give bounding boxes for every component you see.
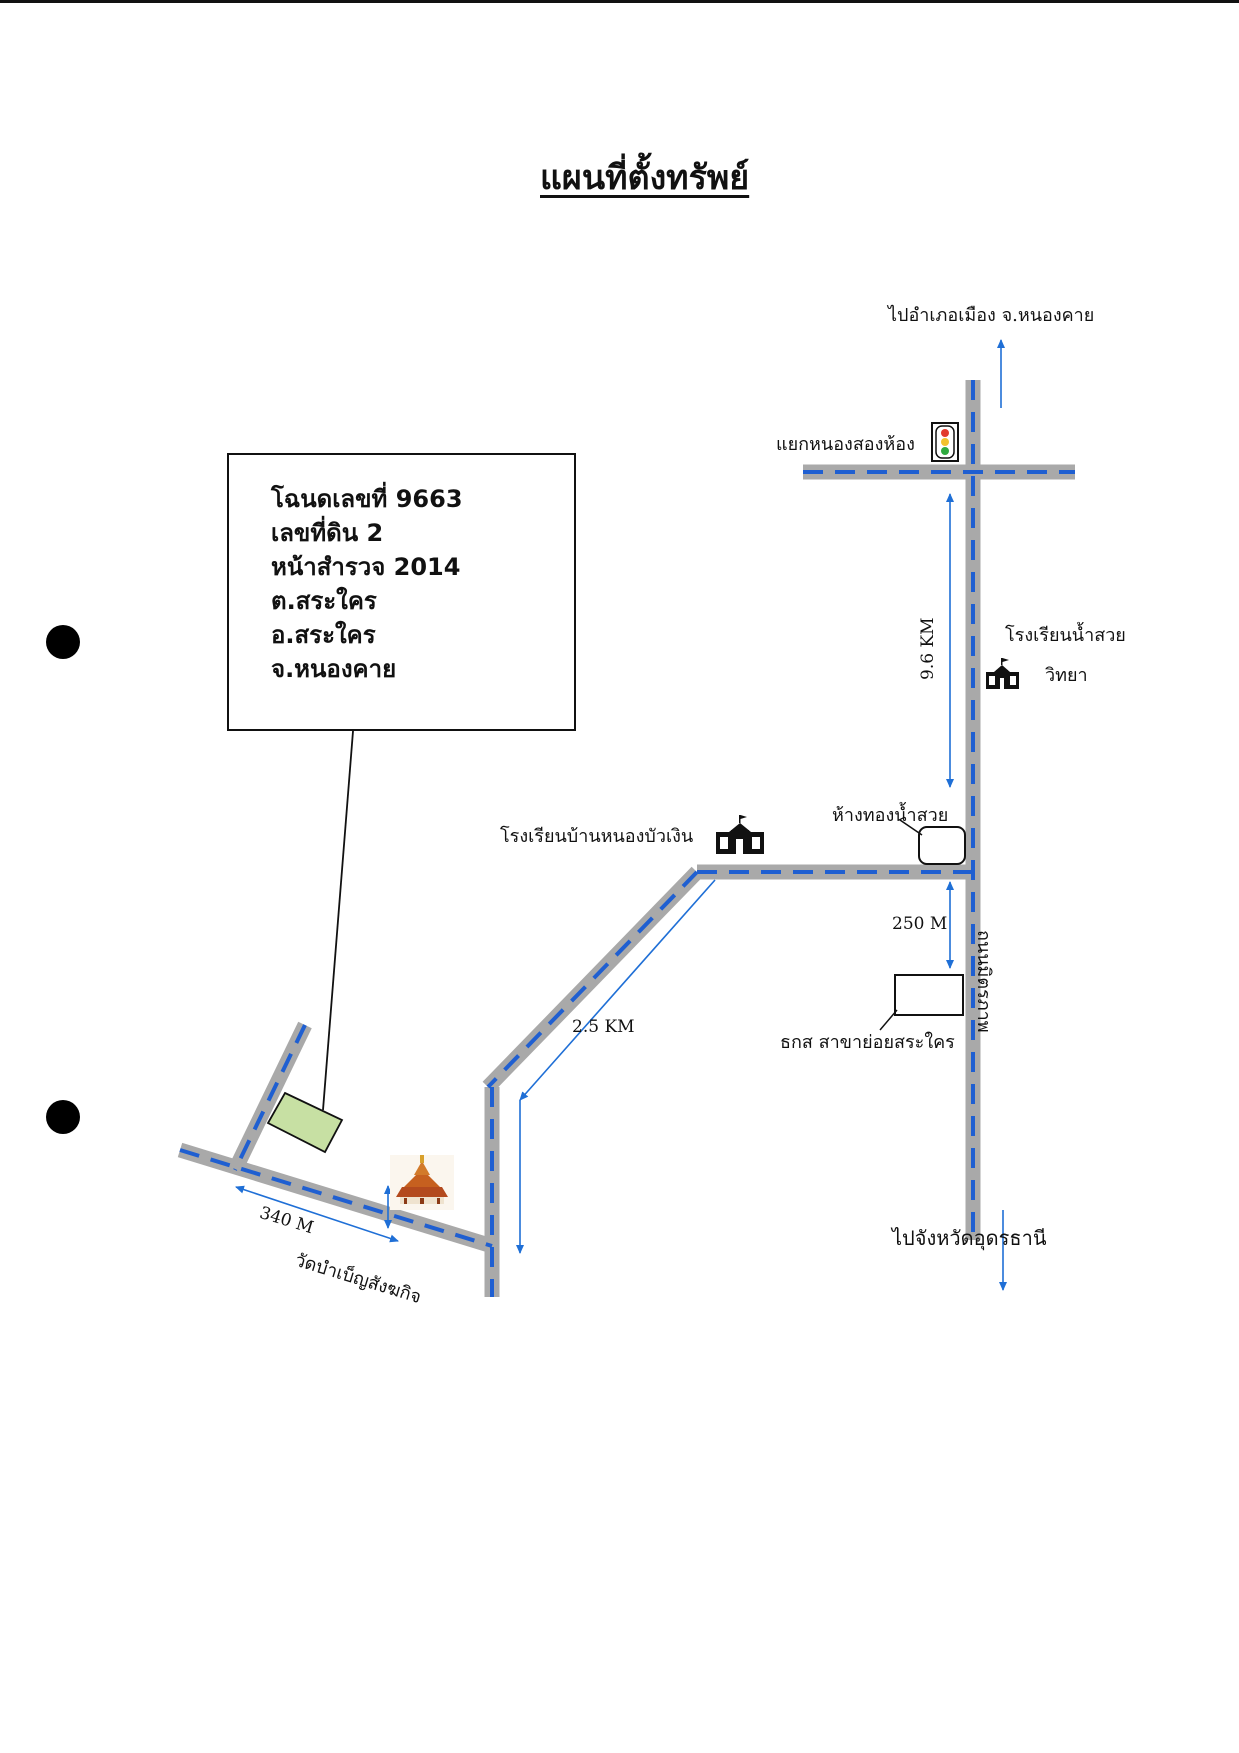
label-to-mueang: ไปอำเภอเมือง จ.หนองคาย [888,305,1095,326]
district: อ.สระใคร [271,621,376,649]
school-icon [716,815,764,854]
label-to-udon: ไปจังหวัดอุดรธานี [892,1226,1047,1250]
gold-shop-box [918,826,966,865]
land-number: เลขที่ดิน 2 [271,519,384,547]
label-junction: แยกหนองสองห้อง [776,434,915,455]
school-icon [986,658,1019,689]
direction-arrows [235,339,1007,1291]
distance-9-6km: 9.6 KM [918,617,938,680]
survey-page: หน้าสำรวจ 2014 [271,553,461,581]
arrow-340m [235,1185,399,1243]
label-bank: ธกส สาขาย่อยสระใคร [780,1032,955,1053]
bank-leader [879,1009,898,1031]
binder-hole-top [46,625,80,659]
label-highway: ถนนมิตรภาพ [973,930,994,1033]
binder-hole-bottom [46,1100,80,1134]
distance-250m: 250 M [892,914,948,934]
label-school-nongbua: โรงเรียนบ้านหนองบัวเงิน [500,826,694,847]
label-school-namsuay-1: โรงเรียนน้ำสวย [1005,625,1126,646]
label-school-namsuay-2: วิทยา [1045,665,1088,686]
bank-box [894,974,964,1016]
distance-2-5km: 2.5 KM [572,1017,635,1037]
subdistrict: ต.สระใคร [271,587,377,615]
arrow-2-5km [519,879,716,1101]
map-title: แผนที่ตั้งทรัพย์ [540,158,750,198]
gold-shop-leader [899,819,923,836]
label-gold-shop: ห้างทองน้ำสวย [832,805,949,826]
deed-number: โฉนดเลขที่ 9663 [271,485,463,513]
land-parcel [266,1091,344,1154]
traffic-light-icon [931,422,959,462]
province: จ.หนองคาย [271,655,397,683]
deed-info-box: โฉนดเลขที่ 9663 เลขที่ดิน 2 หน้าสำรวจ 20… [227,453,576,731]
parcel-leader-line [322,705,360,1111]
temple-icon [390,1155,454,1210]
page-top-border [0,0,1239,3]
